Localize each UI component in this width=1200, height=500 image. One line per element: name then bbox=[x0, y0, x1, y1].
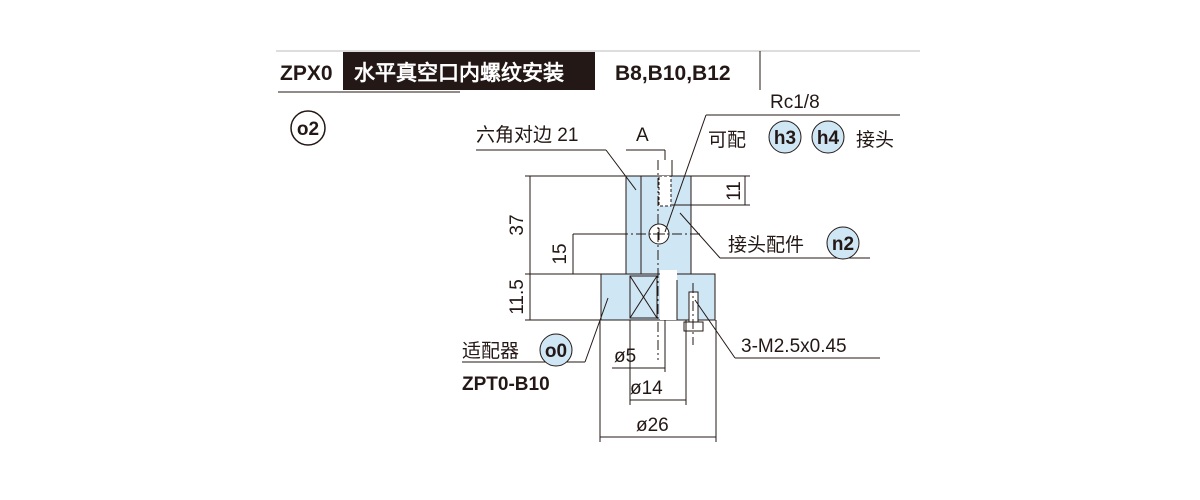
dim-dia-14: ø14 bbox=[630, 378, 663, 399]
label-adapter: 适配器 bbox=[462, 340, 519, 362]
label-view-a: A bbox=[636, 125, 649, 146]
label-hex-across-flats: 六角对边 21 bbox=[476, 124, 578, 146]
header-title: 水平真空口内螺纹安装 bbox=[354, 61, 564, 85]
dim-lines-right bbox=[671, 160, 750, 206]
badge-n2: n2 bbox=[826, 226, 860, 260]
dim-height-port: 15 bbox=[550, 243, 571, 264]
label-port-thread: Rc1/8 bbox=[770, 92, 820, 113]
dim-dia-5: ø5 bbox=[614, 346, 636, 367]
label-fitting-parts: 接头配件 bbox=[728, 234, 804, 256]
section-badge: o2 bbox=[290, 110, 326, 146]
header-title-bg bbox=[343, 52, 595, 90]
svg-text:o2: o2 bbox=[297, 119, 319, 140]
svg-text:h4: h4 bbox=[817, 128, 840, 149]
label-adapter-model: ZPT0-B10 bbox=[462, 374, 550, 395]
svg-text:n2: n2 bbox=[832, 234, 854, 255]
label-compatible-prefix: 可配 bbox=[708, 130, 746, 151]
badge-o0: o0 bbox=[539, 333, 573, 367]
dim-port-offset: 11 bbox=[724, 181, 745, 201]
label-compatible-suffix: 接头 bbox=[856, 129, 894, 151]
dim-height-flange: 11.5 bbox=[507, 279, 528, 315]
dim-height-total: 37 bbox=[507, 214, 528, 235]
dim-dia-26: ø26 bbox=[636, 415, 669, 436]
label-screw: 3-M2.5x0.45 bbox=[741, 336, 847, 357]
dim-lines-diameter bbox=[599, 320, 717, 442]
badge-h4: h4 bbox=[811, 120, 845, 154]
svg-text:o0: o0 bbox=[545, 341, 567, 362]
svg-text:h3: h3 bbox=[774, 128, 796, 149]
header-model: ZPX0 bbox=[280, 62, 333, 85]
header-sizes: B8,B10,B12 bbox=[615, 62, 731, 85]
badge-h3: h3 bbox=[768, 120, 802, 154]
dim-lines-left bbox=[525, 175, 626, 321]
